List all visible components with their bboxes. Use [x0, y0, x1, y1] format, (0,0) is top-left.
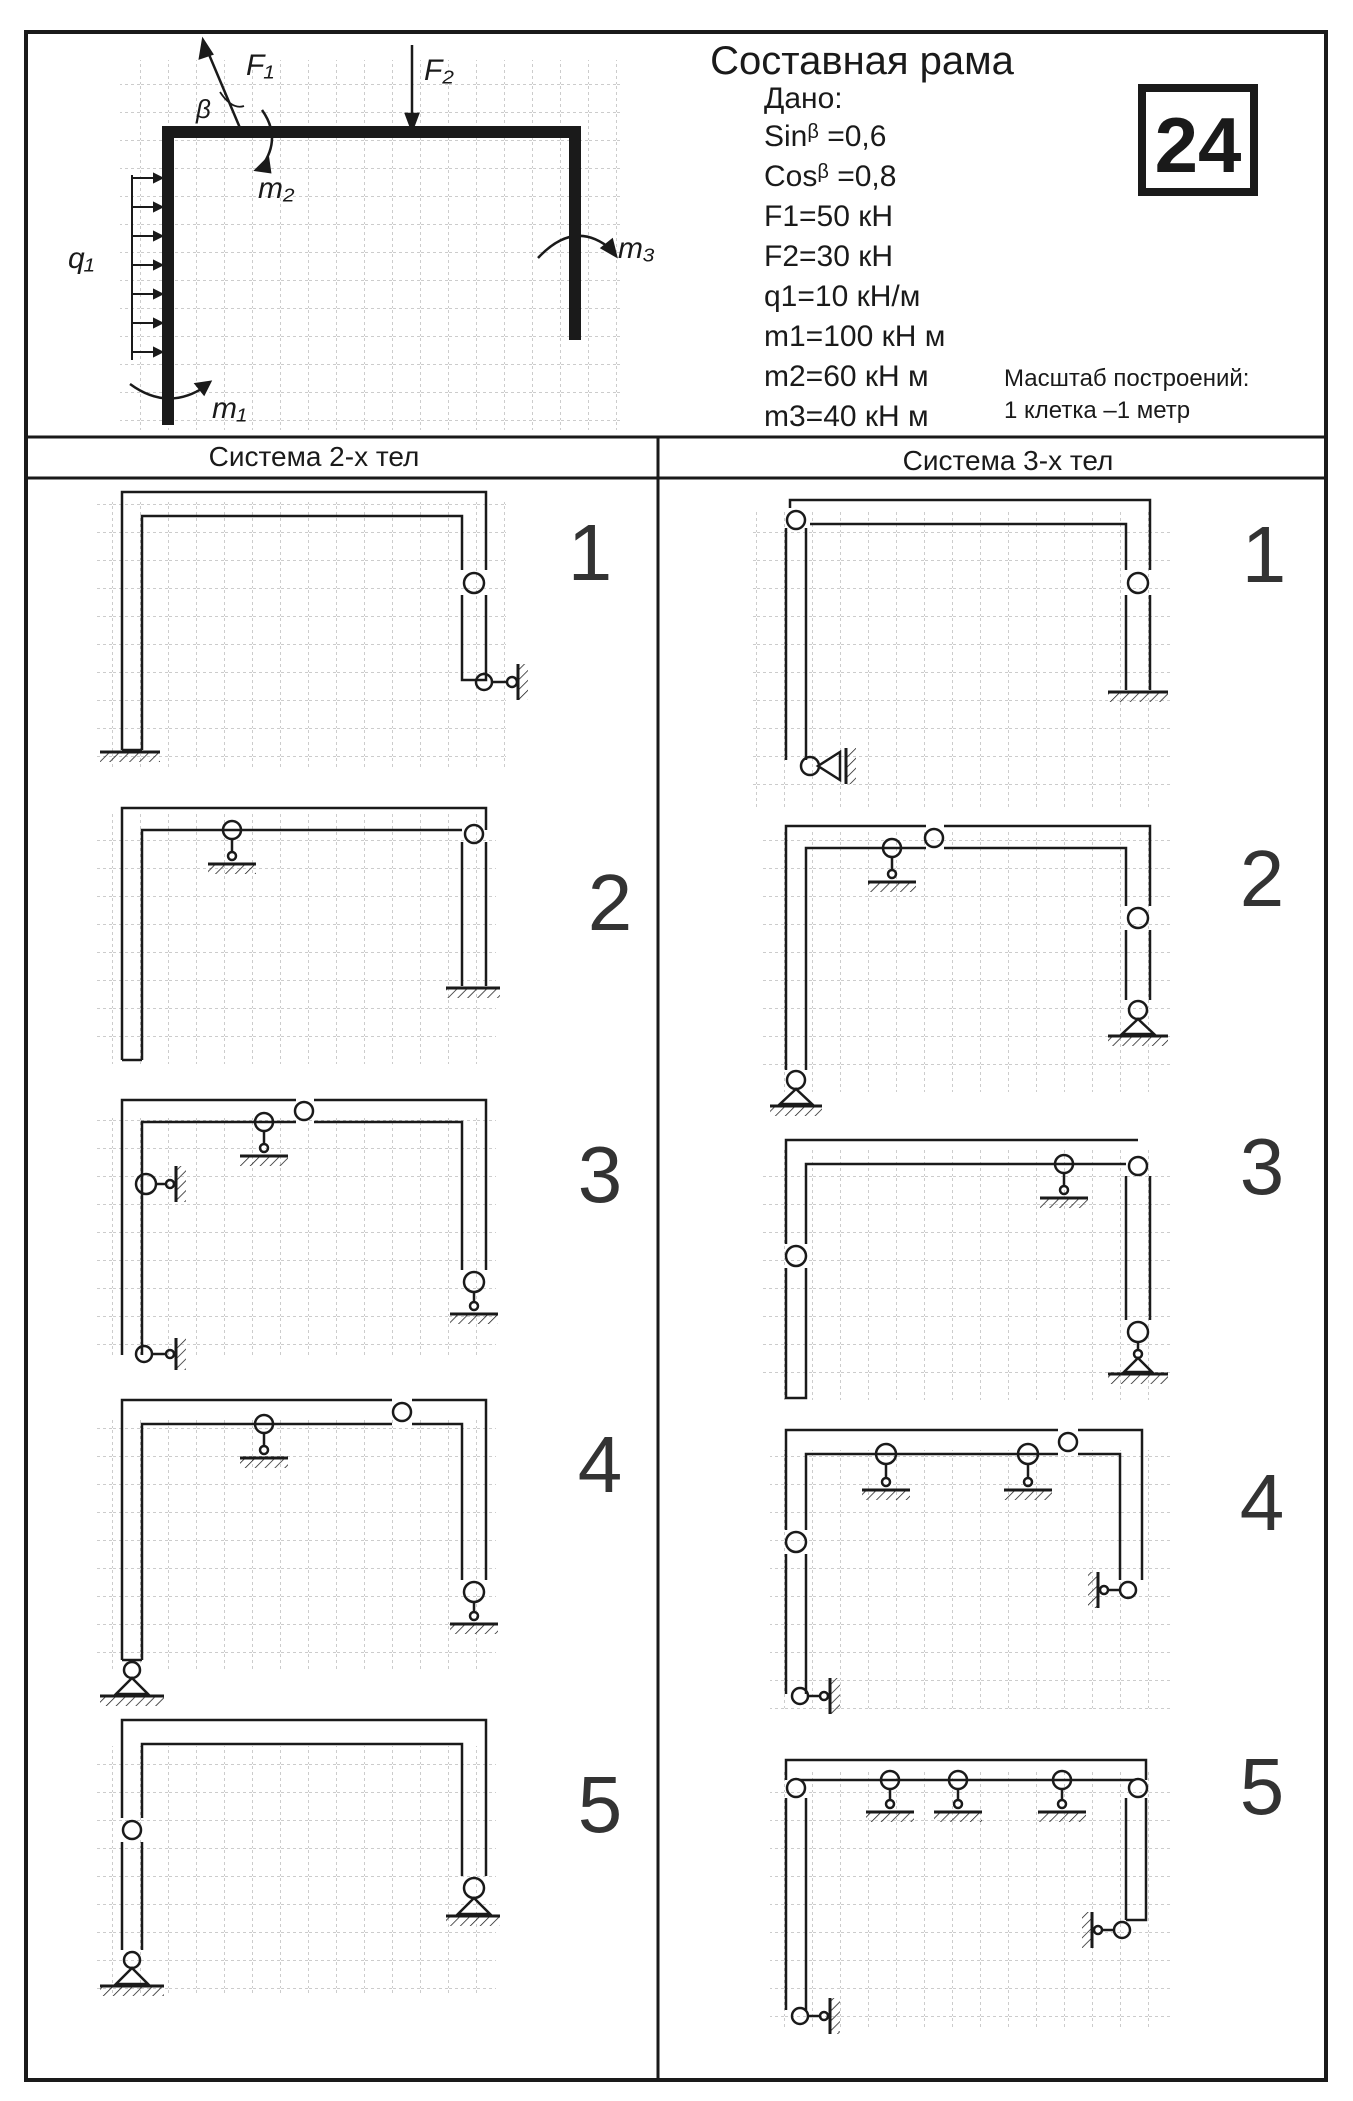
- left-scheme-3: [96, 1098, 498, 1370]
- given-item: q1=10 кН/м: [764, 280, 920, 313]
- right-variant-1: 1: [1242, 510, 1287, 599]
- left-variant-4: 4: [578, 1420, 623, 1509]
- right-variant-2: 2: [1240, 834, 1285, 923]
- scale-note-line1: Масштаб построений:: [1004, 365, 1249, 392]
- scale-note-line2: 1 клетка –1 метр: [1004, 397, 1190, 424]
- given-item: Sinβ =0,6: [764, 120, 886, 153]
- m2-label: m₂: [258, 172, 295, 205]
- beta-angle-label: β: [195, 94, 211, 124]
- given-item: m1=100 кН м: [764, 320, 945, 353]
- F2-label: F₂: [424, 54, 454, 87]
- right-scheme-1: [750, 498, 1170, 810]
- variant-number-box: 24: [1138, 84, 1258, 196]
- left-variant-2: 2: [588, 858, 633, 947]
- page-title: Составная рама: [710, 39, 1015, 83]
- right-scheme-4: [770, 1428, 1170, 1714]
- given-list: Sinβ =0,6 Cosβ =0,8 F1=50 кН F2=30 кН q1…: [764, 120, 945, 433]
- distributed-load-q1: [131, 172, 165, 360]
- header-section: q₁ F₁ β F₂ m₂ m₃ m₁: [68, 36, 1258, 433]
- left-scheme-2: [96, 806, 500, 1064]
- force-F1: [198, 36, 245, 129]
- left-column-title: Система 2-х тел: [209, 441, 420, 472]
- given-item: m2=60 кН м: [764, 360, 929, 393]
- given-item: Cosβ =0,8: [764, 160, 896, 193]
- left-scheme-4: [96, 1398, 498, 1706]
- q1-label: q₁: [68, 242, 94, 275]
- m1-label: m₁: [212, 392, 246, 425]
- header-grid: [120, 60, 620, 430]
- sheet-frame: [24, 30, 1328, 2082]
- left-variant-5: 5: [578, 1760, 623, 1849]
- right-variant-5: 5: [1240, 1742, 1285, 1831]
- right-scheme-2: [760, 824, 1170, 1116]
- right-scheme-3: [760, 1138, 1170, 1400]
- right-variant-4: 4: [1240, 1458, 1285, 1547]
- m3-label: m₃: [618, 232, 655, 265]
- variant-number: 24: [1155, 101, 1242, 189]
- moment-m2: [253, 109, 274, 174]
- moment-m3: [537, 234, 618, 259]
- left-scheme-1: [96, 490, 528, 770]
- left-variant-1: 1: [568, 508, 613, 597]
- F1-label: F₁: [246, 49, 274, 82]
- given-item: m3=40 кН м: [764, 400, 929, 433]
- right-column-title: Система 3-х тел: [903, 445, 1114, 476]
- given-item: F1=50 кН: [764, 200, 893, 233]
- right-scheme-5: [770, 1758, 1170, 2034]
- force-F2: [404, 45, 420, 134]
- given-label: Дано:: [764, 82, 843, 115]
- left-scheme-5: [96, 1718, 500, 1996]
- right-variant-3: 3: [1240, 1122, 1285, 1211]
- moment-m1: [129, 380, 213, 400]
- left-variant-3: 3: [578, 1130, 623, 1219]
- given-item: F2=30 кН: [764, 240, 893, 273]
